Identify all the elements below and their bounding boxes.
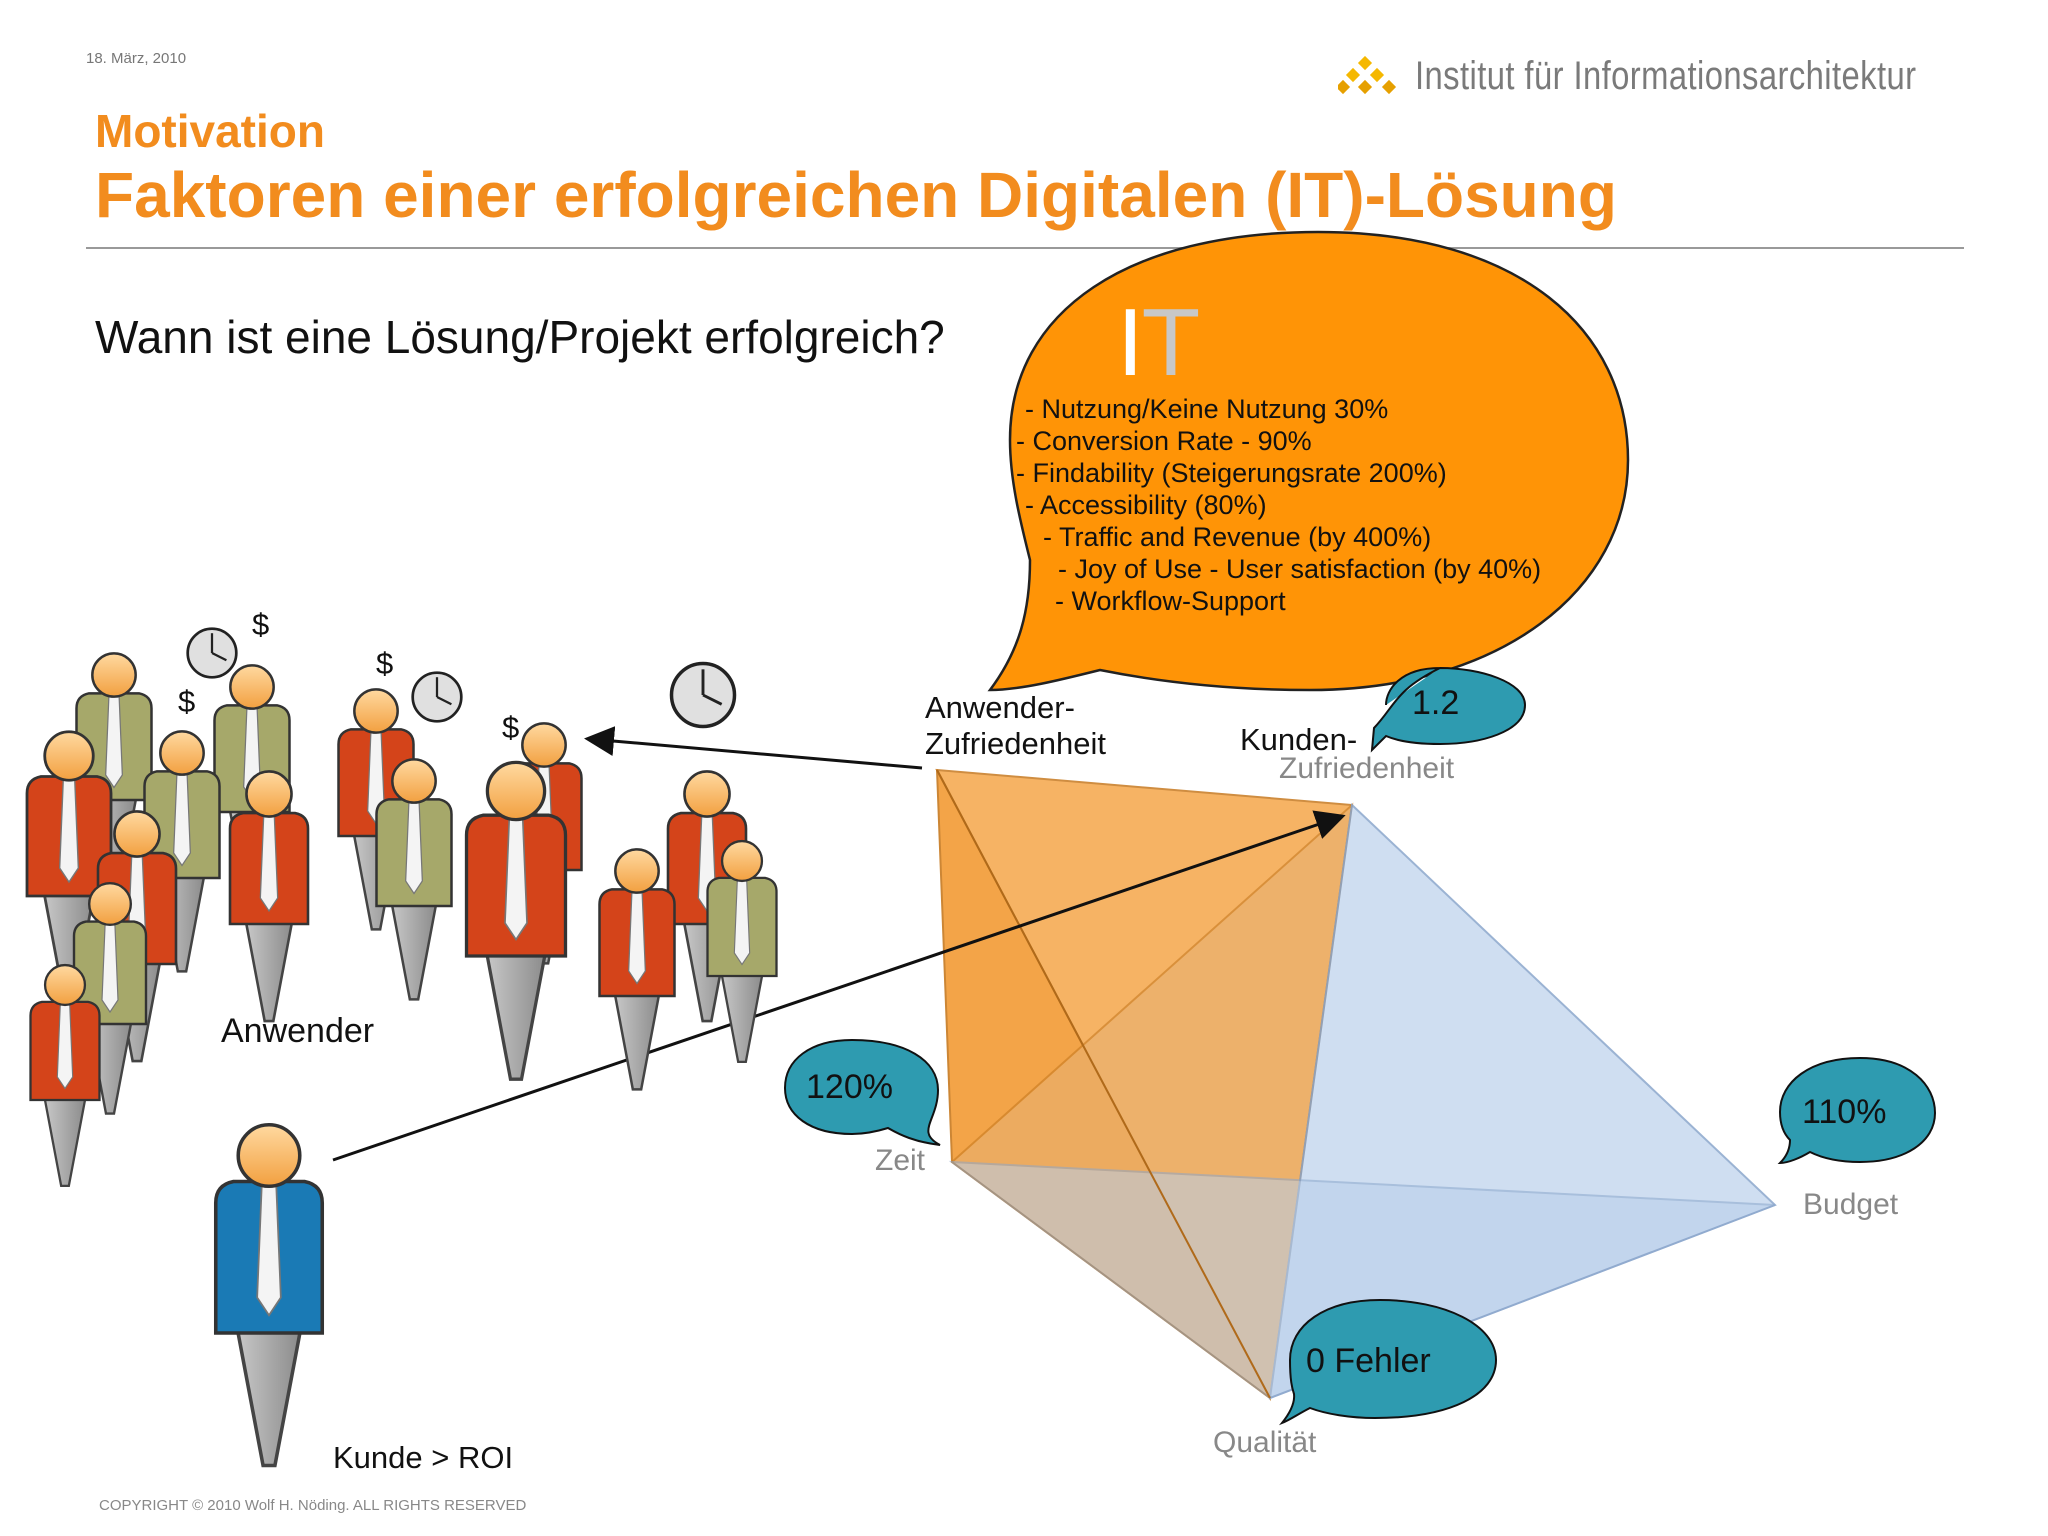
logo-icon <box>1338 56 1397 95</box>
budget-value: 110% <box>1802 1093 1887 1131</box>
it-factor: - Conversion Rate - 90% <box>1016 426 1312 456</box>
dollar-icon: $ <box>502 710 520 745</box>
it-factor: - Findability (Steigerungsrate 200%) <box>1016 458 1447 488</box>
kunden-zufriedenheit-label: Kunden- <box>1240 722 1358 757</box>
clock-icon <box>411 671 463 723</box>
copyright-notice: COPYRIGHT © 2010 Wolf H. Nöding. ALL RIG… <box>99 1497 527 1514</box>
kunden-bubble <box>1370 666 1527 753</box>
arrow-to-users <box>584 726 923 770</box>
it-heading: IT <box>1117 289 1201 396</box>
zeit-label: Zeit <box>875 1144 926 1177</box>
qualitaet-bubble <box>1278 1298 1498 1426</box>
anwender-zufriedenheit-label: Anwender- <box>925 690 1075 725</box>
it-factor: - Traffic and Revenue (by 400%) <box>1043 522 1432 552</box>
budget-label: Budget <box>1803 1188 1899 1221</box>
anwender-label: Anwender <box>221 1012 375 1050</box>
person-icon <box>598 847 676 1091</box>
slide-title: Faktoren einer erfolgreichen Digitalen (… <box>95 159 1617 231</box>
arrow-customer-to-kunden <box>332 810 1346 1162</box>
anwender-zufriedenheit-label: Zufriedenheit <box>925 726 1106 761</box>
zeit-value: 120% <box>806 1068 893 1106</box>
dollar-icon: $ <box>376 646 394 681</box>
kunden-zufriedenheit-label: Zufriedenheit <box>1279 752 1455 785</box>
question-text: Wann ist eine Lösung/Projekt erfolgreich… <box>95 311 945 363</box>
users-crowd <box>25 652 778 1188</box>
it-speech-bubble <box>987 230 1630 692</box>
slide-kicker: Motivation <box>95 105 325 157</box>
date-label: 18. März, 2010 <box>86 50 187 67</box>
title-divider <box>86 247 1964 249</box>
zeit-bubble <box>783 1038 941 1146</box>
qualitaet-value: 0 Fehler <box>1306 1342 1431 1380</box>
kunde-roi-label: Kunde > ROI <box>333 1440 514 1475</box>
it-factor: - Nutzung/Keine Nutzung 30% <box>1025 394 1389 424</box>
it-factor: - Joy of Use - User satisfaction (by 40%… <box>1058 554 1542 584</box>
customer-icon <box>216 1125 323 1466</box>
it-heading-letter: T <box>1141 289 1201 396</box>
dollar-icon: $ <box>252 607 270 642</box>
clock-icon <box>669 661 737 729</box>
logo-text: Institut für Informationsarchitektur <box>1415 54 1917 98</box>
kunden-value: 1.2 <box>1412 684 1460 722</box>
it-factor: - Accessibility (80%) <box>1025 490 1267 520</box>
it-factor-list: - Nutzung/Keine Nutzung 30% - Conversion… <box>1013 393 1541 617</box>
qualitaet-label: Qualität <box>1213 1426 1317 1459</box>
dollar-icon: $ <box>178 684 196 719</box>
clock-icon <box>186 627 238 679</box>
budget-bubble <box>1777 1056 1937 1165</box>
it-factor: - Workflow-Support <box>1055 586 1286 616</box>
